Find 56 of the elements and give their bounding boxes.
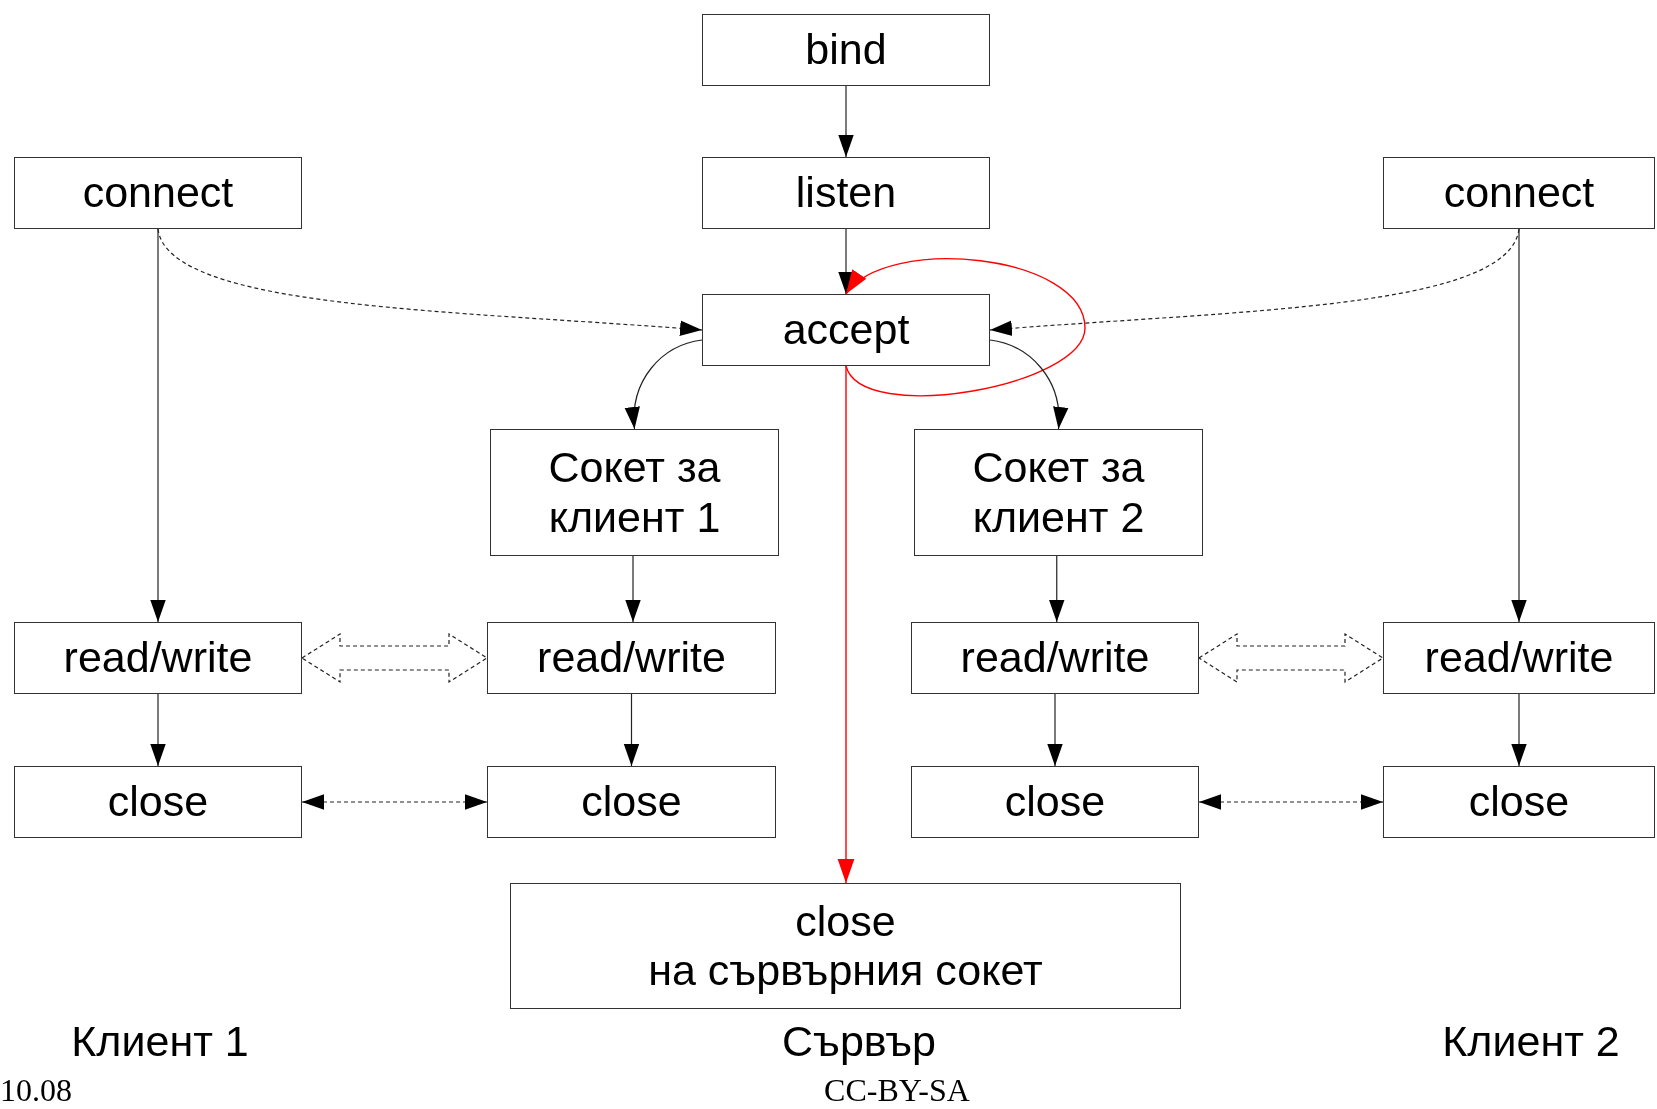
arrow — [838, 228, 854, 295]
node-label: connect — [1443, 168, 1595, 218]
group-caption: Клиент 2 — [1442, 1019, 1620, 1063]
arrow — [1047, 693, 1063, 767]
double-block-arrow — [1197, 632, 1385, 684]
process-box — [14, 622, 302, 694]
arrow — [1511, 228, 1527, 623]
node-label: connect — [82, 168, 234, 218]
node-label: read/write — [960, 633, 1150, 683]
license-text: CC-BY-SA — [824, 1074, 970, 1106]
node-label: close — [581, 777, 682, 827]
date-text: 10.08 — [0, 1074, 72, 1106]
node-label: close — [795, 896, 896, 946]
process-box — [487, 766, 776, 838]
arrow — [1049, 555, 1065, 623]
node-label: close — [1004, 777, 1106, 827]
node-label: read/write — [537, 633, 726, 683]
process-box — [911, 622, 1199, 694]
node-label: accept — [782, 305, 910, 355]
node-label: close — [1468, 777, 1570, 827]
process-box — [1383, 157, 1655, 229]
arrow — [989, 339, 1068, 430]
arrow — [1511, 693, 1527, 767]
process-box — [914, 429, 1203, 556]
node-label: close — [107, 777, 209, 827]
arrow — [150, 693, 166, 767]
node-label: read/write — [63, 633, 253, 683]
group-caption: Сървър — [781, 1019, 937, 1063]
arrow — [150, 228, 166, 623]
arrow — [838, 85, 854, 158]
node-label: listen — [795, 168, 897, 218]
node-label: Сокет за клиент 1 — [547, 443, 722, 542]
node-label: bind — [805, 25, 887, 75]
arrow — [837, 365, 855, 884]
arrow — [623, 693, 640, 767]
arrow — [625, 339, 703, 430]
arrow — [845, 258, 1086, 397]
process-box — [911, 766, 1199, 838]
process-box — [702, 14, 990, 86]
arrow — [1198, 794, 1384, 810]
process-box — [702, 294, 990, 366]
double-block-arrow — [300, 632, 489, 684]
node-label: read/write — [1424, 633, 1614, 683]
arrow — [625, 555, 641, 623]
group-caption: Клиент 1 — [71, 1019, 249, 1063]
arrow — [301, 794, 488, 810]
process-box — [487, 622, 776, 694]
node-label: на сървърния сокет — [648, 946, 1043, 996]
node-label: Сокет за клиент 2 — [971, 443, 1146, 542]
process-box — [490, 429, 779, 556]
process-box — [1383, 766, 1655, 838]
process-box — [702, 157, 990, 229]
process-box — [14, 157, 302, 229]
process-box — [14, 766, 302, 838]
process-box — [510, 883, 1181, 1009]
process-box — [1383, 622, 1655, 694]
